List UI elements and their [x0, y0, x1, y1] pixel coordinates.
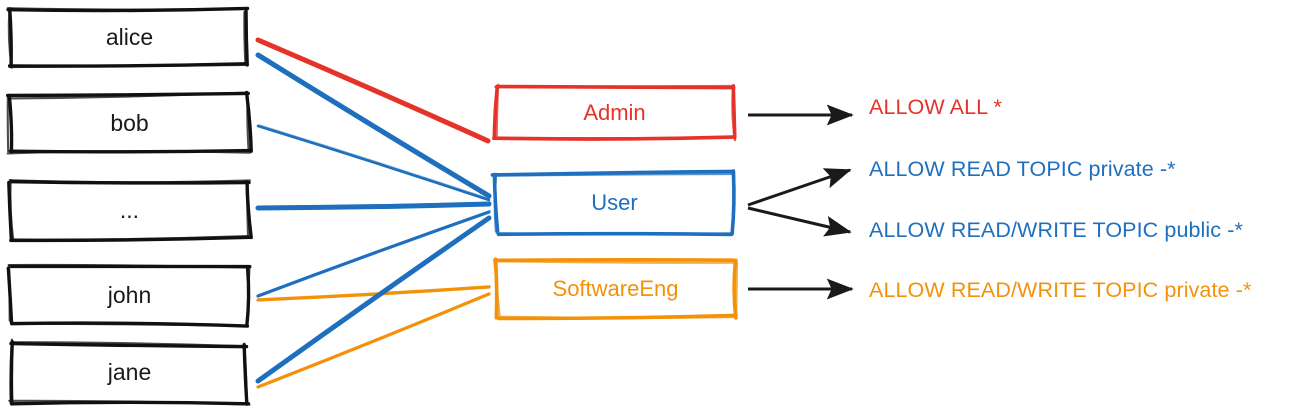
link-more-user — [255, 201, 492, 211]
perm-user-readwrite: ALLOW READ/WRITE TOPIC public -* — [869, 218, 1243, 242]
perm-admin-all: ALLOW ALL * — [869, 95, 1002, 119]
sketch-outline — [490, 169, 736, 237]
role-box-softeng[interactable]: SoftwareEng — [492, 257, 738, 321]
link-jane-softeng — [256, 292, 491, 389]
user-box-label: alice — [105, 23, 154, 50]
sketch-outline — [6, 6, 250, 69]
user-box-bob[interactable]: bob — [6, 90, 253, 155]
sketch-outline — [7, 178, 253, 243]
role-box-label: Admin — [583, 99, 646, 125]
role-membership-links — [255, 37, 492, 389]
user-box-more[interactable]: ... — [7, 178, 253, 243]
user-box-label: ... — [119, 196, 140, 223]
user-box-jane[interactable]: jane — [8, 338, 251, 407]
sketch-outline — [492, 83, 737, 142]
user-box-label: jane — [107, 359, 152, 385]
role-box-label: SoftwareEng — [552, 276, 679, 301]
link-alice-user — [255, 52, 492, 199]
link-john-softeng — [256, 285, 491, 302]
arrow-perm-user-read — [747, 168, 852, 207]
link-alice-admin — [255, 37, 491, 144]
link-bob-user — [256, 124, 491, 202]
role-box-user[interactable]: User — [490, 169, 736, 237]
perm-softeng-readwrite: ALLOW READ/WRITE TOPIC private -* — [869, 278, 1252, 302]
role-box-label: User — [591, 189, 638, 215]
sketch-outline — [8, 338, 251, 407]
permission-arrows — [747, 104, 854, 300]
arrow-perm-user-readwrite — [747, 206, 852, 237]
role-box-admin[interactable]: Admin — [492, 83, 737, 142]
sketch-outline — [6, 90, 253, 155]
user-box-john[interactable]: john — [6, 263, 252, 328]
perm-user-read: ALLOW READ TOPIC private -* — [869, 157, 1176, 181]
user-box-label: bob — [110, 110, 149, 136]
user-box-alice[interactable]: alice — [6, 6, 251, 69]
user-box-label: john — [107, 281, 152, 308]
sketch-outline — [6, 263, 252, 328]
link-john-user — [256, 210, 491, 298]
sketch-outline — [492, 257, 738, 321]
link-jane-user — [255, 215, 492, 384]
